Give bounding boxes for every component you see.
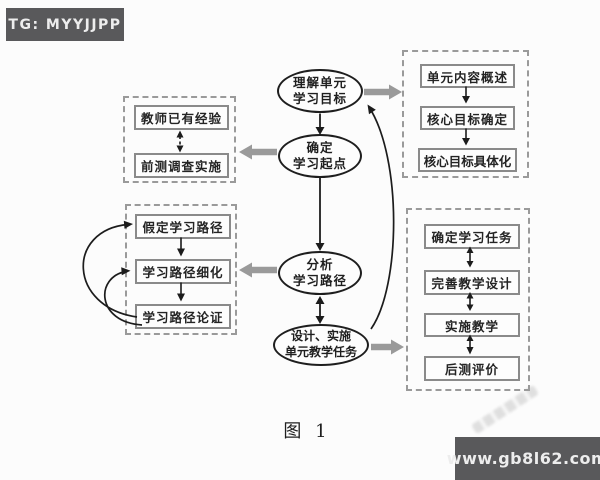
- node-label-line: 学习路径: [292, 273, 347, 288]
- node-design-implement-unit-tasks: 设计、实施 单元教学任务: [273, 324, 369, 366]
- node-posttest-evaluate: 后测评价: [424, 356, 520, 381]
- node-refine-path: 学习路径细化: [135, 259, 231, 284]
- node-analyze-learning-path: 分析 学习路径: [278, 251, 362, 295]
- arrow-goals-to-start: [315, 113, 325, 135]
- group-learning-path: 假定学习路径 学习路径细化 学习路径论证: [125, 204, 237, 335]
- node-teacher-experience: 教师已有经验: [134, 105, 229, 130]
- node-understand-unit-goals: 理解单元 学习目标: [277, 69, 363, 113]
- node-pretest-survey: 前测调查实施: [134, 153, 229, 178]
- group-teacher-pretest: 教师已有经验 前测调查实施: [123, 96, 236, 183]
- node-core-goal-determine: 核心目标确定: [420, 106, 515, 130]
- node-label-line: 设计、实施: [290, 329, 351, 344]
- arrow-start-to-analyze: [315, 178, 325, 251]
- node-verify-path: 学习路径论证: [135, 304, 231, 329]
- node-improve-design: 完善教学设计: [424, 270, 520, 295]
- arrow-to-left-top-group: [239, 144, 277, 160]
- node-label-line: 学习起点: [292, 156, 347, 171]
- group-teaching-tasks: 确定学习任务 完善教学设计 实施教学 后测评价: [406, 208, 530, 391]
- node-core-goal-specify: 核心目标具体化: [418, 148, 517, 172]
- arrow-to-right-bottom-group: [371, 339, 404, 355]
- node-unit-content-overview: 单元内容概述: [420, 64, 515, 88]
- arrow-to-right-top-group: [364, 84, 402, 100]
- node-label-line: 确定: [306, 139, 334, 155]
- faint-watermark: [470, 384, 540, 435]
- arrow-analyze-design-bidirectional: [315, 296, 325, 324]
- figure-caption: 图 1: [283, 421, 331, 442]
- node-hypothesize-path: 假定学习路径: [135, 214, 231, 239]
- node-label-line: 单元教学任务: [284, 345, 357, 359]
- node-label-line: 分析: [306, 256, 334, 272]
- group-unit-goals: 单元内容概述 核心目标确定 核心目标具体化: [402, 50, 529, 178]
- watermark-badge-top-left: TG: MYYJJPP: [6, 8, 124, 41]
- node-label-line: 学习目标: [292, 91, 347, 106]
- watermark-badge-bottom-right: www.gb8l62.com: [447, 437, 600, 480]
- arrow-to-left-middle-group: [239, 262, 277, 278]
- node-implement-teaching: 实施教学: [424, 313, 520, 337]
- node-determine-starting-point: 确定 学习起点: [278, 134, 362, 178]
- arrow-curve-design-to-goals: [367, 104, 395, 330]
- node-label-line: 理解单元: [292, 74, 347, 90]
- node-determine-tasks: 确定学习任务: [424, 224, 520, 249]
